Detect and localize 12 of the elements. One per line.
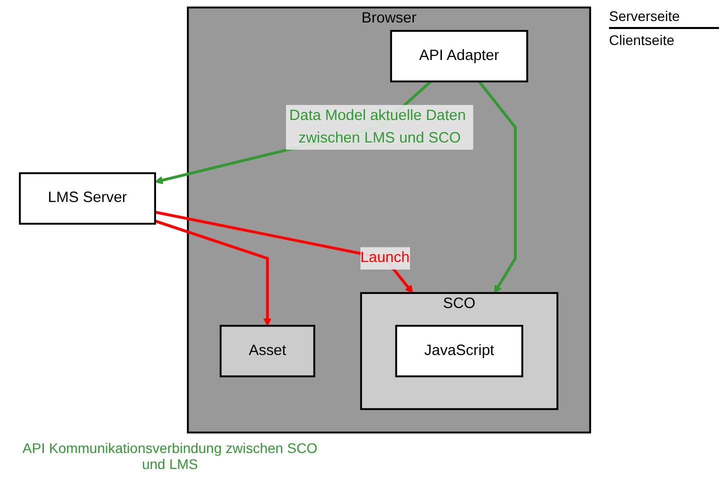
node-box: JavaScript bbox=[395, 324, 524, 378]
node-box: Asset bbox=[220, 324, 316, 378]
arrow bbox=[154, 220, 272, 326]
edge-label: Data Model aktuelle Daten zwischen LMS und SCO bbox=[289, 108, 466, 146]
node-box: API Adapter bbox=[390, 30, 528, 82]
side-label: Clientseite bbox=[609, 32, 676, 48]
note-text: API Kommunikationsverbindung zwischen SCO und LMS bbox=[22, 440, 318, 472]
edge-label: Launch bbox=[360, 250, 410, 266]
arrow bbox=[154, 210, 414, 294]
arrow bbox=[478, 80, 517, 294]
side-label: Serverseite bbox=[609, 8, 681, 24]
node-box: LMS Server bbox=[18, 172, 156, 225]
